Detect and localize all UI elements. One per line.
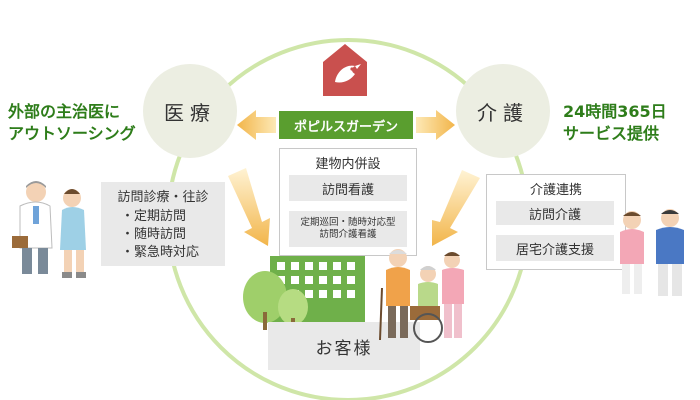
house-call-title: 訪問診療・往診	[117, 190, 209, 205]
periodic-care-line1: 定期巡回・随時対応型	[300, 217, 396, 228]
house-call-list: ・定期訪問 ・随時訪問 ・緊急時対応	[121, 208, 199, 262]
visiting-nursing-label: 訪問看護	[321, 182, 374, 198]
arrow-medical-to-customer	[228, 168, 270, 246]
visiting-nursing-box: 訪問看護	[289, 175, 407, 201]
care-support-box: 居宅介護支援	[496, 235, 614, 261]
periodic-care-line2: 訪問介護看護	[319, 229, 377, 240]
house-call-panel: 訪問診療・往診 ・定期訪問 ・随時訪問 ・緊急時対応	[101, 182, 225, 266]
left-caption-line1: 外部の主治医に	[8, 102, 121, 121]
arrow-to-care	[416, 110, 455, 140]
care-support-label: 居宅介護支援	[515, 242, 594, 258]
customer-label: お客様	[315, 338, 373, 359]
arrow-care-to-customer	[432, 170, 480, 246]
medical-label: 医療	[164, 100, 216, 125]
left-caption-line2: アウトソーシング	[8, 124, 136, 143]
doctor-nurse-icon	[12, 181, 86, 278]
medical-node: 医療	[143, 64, 237, 158]
list-item: ・緊急時対応	[121, 245, 200, 260]
onsite-title: 建物内併設	[315, 157, 381, 172]
right-caption-line2: サービス提供	[563, 124, 660, 143]
right-caption-line1: 24時間365日	[563, 102, 667, 121]
care-node: 介護	[456, 64, 550, 158]
house-bird-icon	[323, 44, 367, 96]
brand-bar: ポピルスガーデン	[279, 111, 413, 139]
home-care-box: 訪問介護	[496, 201, 614, 225]
care-label: 介護	[477, 100, 529, 125]
right-caption: 24時間365日 サービス提供	[563, 101, 667, 145]
left-caption: 外部の主治医に アウトソーシング	[8, 101, 136, 145]
care-link-panel: 介護連携 訪問介護 居宅介護支援	[486, 174, 626, 270]
arrow-to-medical	[237, 110, 276, 140]
caregivers-icon	[620, 209, 684, 296]
care-link-title: 介護連携	[529, 183, 582, 198]
periodic-care-box: 定期巡回・随時対応型 訪問介護看護	[289, 211, 407, 247]
home-care-label: 訪問介護	[528, 207, 581, 223]
brand-name: ポピルスガーデン	[293, 119, 398, 135]
list-item: ・随時訪問	[121, 227, 187, 242]
list-item: ・定期訪問	[121, 209, 187, 224]
elderly-wheelchair-icon	[379, 249, 464, 343]
onsite-panel: 建物内併設 訪問看護 定期巡回・随時対応型 訪問介護看護	[279, 148, 417, 256]
